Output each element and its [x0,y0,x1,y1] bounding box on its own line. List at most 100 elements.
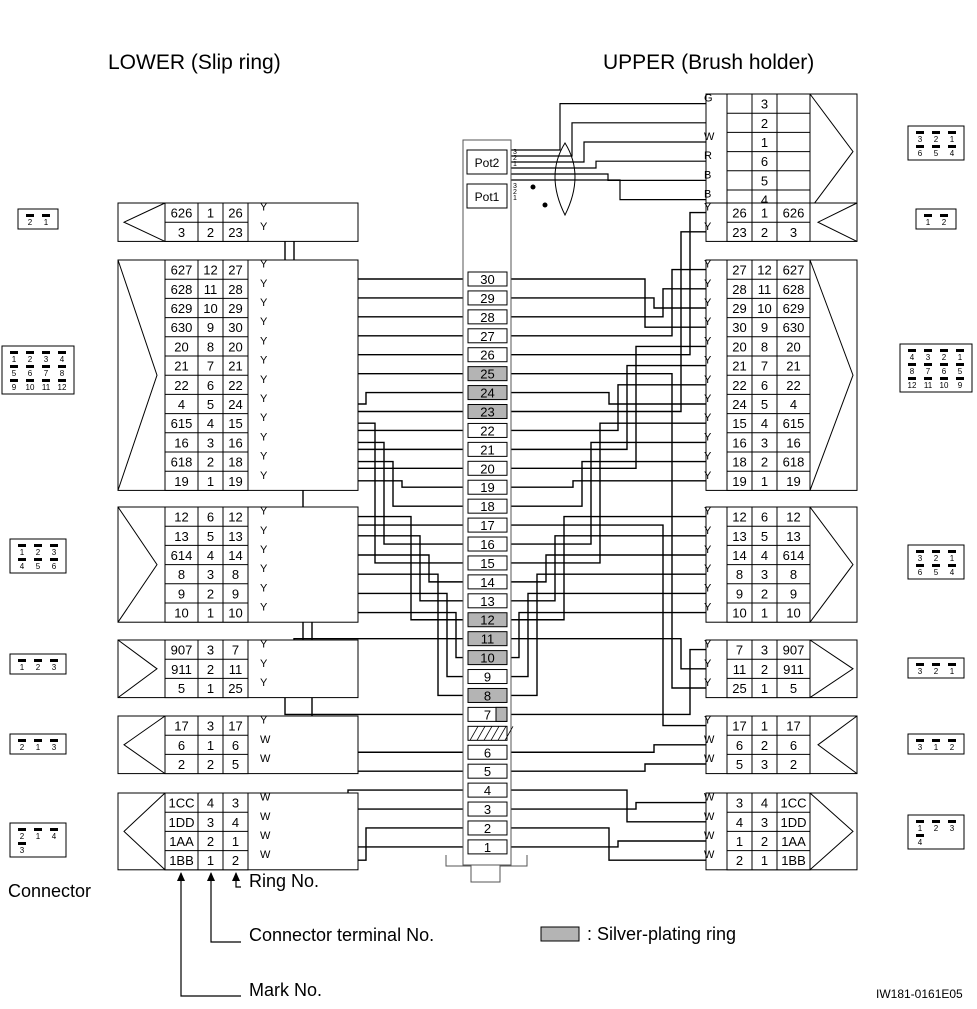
connector-pin [908,363,916,366]
upper-wire [507,535,727,602]
wire-color-label: Y [260,525,268,537]
terminal-value: 2 [207,586,214,601]
ring-hatch-line [490,726,500,741]
leader-arrowhead [232,872,240,881]
connector-pin [58,379,66,382]
connector-pin-number: 3 [918,743,923,752]
terminal-value: 20 [786,339,800,354]
connector-pin [908,349,916,352]
wire-color-label: Y [260,355,268,367]
terminal-value: 2 [790,757,797,772]
ring-number: 8 [484,688,491,703]
wire-color-label: Y [704,677,712,689]
connector-pin [948,820,956,823]
wire-color-label: W [260,849,271,861]
connector-chevron [117,259,158,491]
connector-pin [50,558,58,561]
connector-pin [916,739,924,742]
connector-pin-number: 5 [934,568,939,577]
terminal-value: 20 [732,339,746,354]
connector-pin [924,363,932,366]
terminal-number: 6 [761,154,768,169]
terminal-value: 19 [228,474,242,489]
connector-pin-number: 2 [934,554,939,563]
upper-wire [507,789,727,823]
wire-color-label: Y [704,602,712,614]
wire-color-label: Y [704,582,712,594]
wire-color-label: Y [260,544,268,556]
ring-number: 30 [480,272,494,287]
pot-pin: 1 [513,195,517,202]
terminal-value: 2 [761,834,768,849]
connector-pin-number: 11 [924,381,933,390]
pot-box [466,183,508,209]
connector-pin [956,363,964,366]
terminal-value: 626 [783,206,805,221]
terminal-value: 16 [174,435,188,450]
connector-pin-number: 1 [20,548,25,557]
connector-pin [956,349,964,352]
connector-pin-number: 1 [20,663,25,672]
terminal-value: 29 [732,301,746,316]
junction-dot [530,184,536,190]
ring-number: 1 [484,840,491,855]
lower-header: LOWER (Slip ring) [108,51,281,74]
upper-wire [507,297,727,309]
connector-pin [10,365,18,368]
terminal-value: 7 [761,359,768,374]
connector-pin-number: 2 [36,548,41,557]
wire-color-label: Y [704,506,712,518]
connector-pin-number: 1 [36,832,41,841]
wire-color-label: Y [704,544,712,556]
connector-pin [34,828,42,831]
connector-pin-number: 1 [36,743,41,752]
connector-pin-number: 2 [934,667,939,676]
terminal-value: 1 [207,853,214,868]
ring-number: 22 [480,423,494,438]
terminal-value: 1 [207,474,214,489]
terminal-value: 8 [178,567,185,582]
terminal-value: 28 [228,282,242,297]
terminal-value: 8 [761,339,768,354]
pot-wire [511,160,727,169]
ring-box [467,404,508,420]
terminal-value: 11 [733,662,747,677]
terminal-value: 1DD [168,815,194,830]
connector-pin-number: 4 [950,568,955,577]
wire-color-label: Y [704,451,712,463]
connector-pin-number: 6 [28,369,33,378]
terminal-value: 1 [761,719,768,734]
connector-chevron [809,639,854,699]
upper-wire [507,231,727,413]
connector-pin [932,663,940,666]
connector-pin-number: 6 [942,367,947,376]
terminal-value: 27 [732,263,746,278]
terminal-value: 2 [761,738,768,753]
upper-wire [507,840,727,848]
upper-wire [507,460,727,507]
ring-number: 15 [480,556,494,571]
pot-wire [511,141,727,163]
ring-number: 16 [480,537,494,552]
wire-color-label: Y [704,412,712,424]
connector-pin [932,131,940,134]
pot-pin: 3 [513,183,517,190]
connector-pin [948,739,956,742]
connector-pin [924,214,932,217]
terminal-value: 4 [207,416,214,431]
wire-color-label: W [704,830,715,842]
connector-pin-number: 3 [950,824,955,833]
connector-chevron [809,93,854,210]
connector-pin-number: 3 [20,846,25,855]
terminal-value: 615 [171,416,193,431]
wire-color-label: Y [704,335,712,347]
ring-number: 13 [480,594,494,609]
connector-chevron [123,715,166,775]
ring-box [467,460,508,476]
connector-pin [50,828,58,831]
terminal-value: 17 [786,719,800,734]
terminal-value: 13 [786,529,800,544]
connector-pin-number: 3 [52,743,57,752]
ring-number: 17 [480,518,494,533]
ring-number: 5 [484,764,491,779]
